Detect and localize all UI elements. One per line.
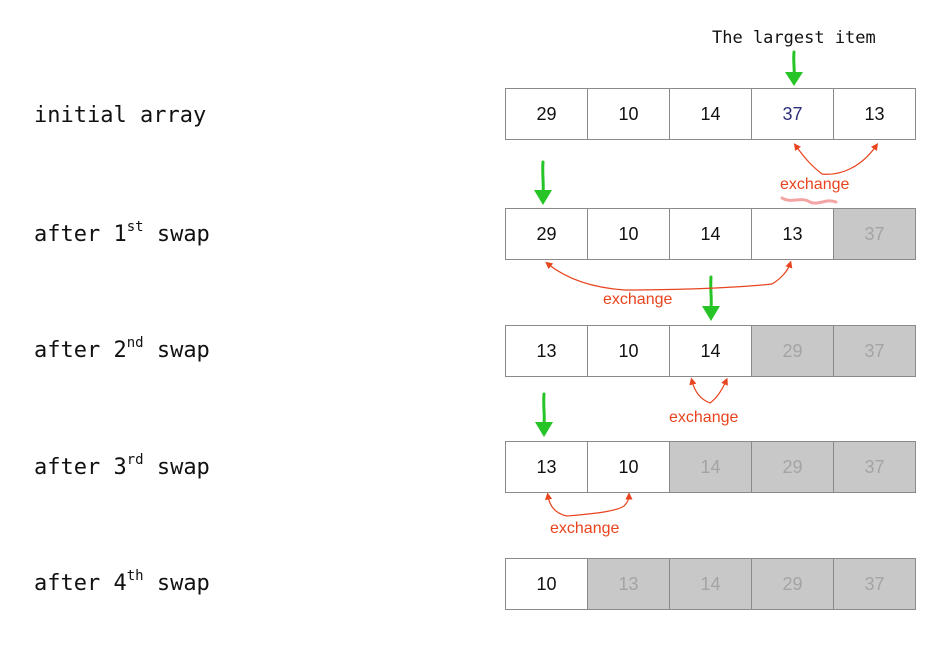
exchange-label: exchange [780,176,850,193]
array-cell-sorted: 29 [752,442,834,492]
array-cell-sorted: 13 [588,559,670,609]
exchange-arrow-icon [780,143,879,205]
array-after-swap-1: 29 10 14 13 37 [505,208,916,260]
array-cell: 29 [506,209,588,259]
row-label-swap-4: after 4th swap [34,568,210,596]
array-cell: 14 [670,209,752,259]
row-label-suffix: swap [143,571,210,596]
array-after-swap-3: 13 10 14 29 37 [505,441,916,493]
pointer-arrow-icon [702,275,720,321]
row-label-ordinal: rd [126,452,144,468]
pointer-arrow-icon [534,160,552,205]
array-cell-sorted: 37 [834,442,915,492]
array-cell: 13 [752,209,834,259]
exchange-label: exchange [669,409,739,426]
array-cell: 13 [506,442,588,492]
array-cell-sorted: 29 [752,559,834,609]
array-cell: 14 [670,89,752,139]
exchange-label: exchange [550,520,620,537]
row-label-ordinal: th [126,568,144,584]
pointer-arrow-icon [535,392,553,437]
row-label-ordinal: st [126,219,144,235]
row-label-ordinal: nd [126,335,144,351]
array-cell-sorted: 29 [752,326,834,376]
array-cell-sorted: 37 [834,326,915,376]
array-cell: 13 [834,89,915,139]
array-cell: 10 [588,209,670,259]
row-label-suffix: swap [143,338,210,363]
array-cell-sorted: 14 [670,559,752,609]
row-label-swap-3: after 3rd swap [34,452,210,480]
pointer-arrow-icon [785,50,803,86]
row-label-initial: initial array [34,103,206,128]
row-label-prefix: after 4 [34,571,127,596]
row-label-swap-2: after 2nd swap [34,335,210,363]
exchange-arrow-icon [545,260,793,291]
array-cell-sorted: 14 [670,442,752,492]
array-initial: 29 10 14 37 13 [505,88,916,140]
array-cell: 29 [506,89,588,139]
exchange-arrow-icon [545,492,633,517]
row-label-suffix: swap [143,455,210,480]
row-label-suffix: swap [143,222,210,247]
row-label-prefix: after 1 [34,222,127,247]
array-cell: 13 [506,326,588,376]
row-label-prefix: after 2 [34,338,127,363]
array-cell: 10 [588,326,670,376]
array-cell-sorted: 37 [834,209,915,259]
exchange-label: exchange [603,291,673,308]
array-after-swap-4: 10 13 14 29 37 [505,558,916,610]
array-cell: 10 [506,559,588,609]
largest-item-annotation: The largest item [712,28,876,48]
array-cell-sorted: 37 [834,559,915,609]
exchange-arrow-icon [689,377,728,404]
row-label-prefix: after 3 [34,455,127,480]
array-cell-largest: 37 [752,89,834,139]
array-cell: 10 [588,442,670,492]
array-after-swap-2: 13 10 14 29 37 [505,325,916,377]
array-cell: 14 [670,326,752,376]
row-label-swap-1: after 1st swap [34,219,210,247]
row-label-text: initial array [34,103,207,128]
array-cell: 10 [588,89,670,139]
